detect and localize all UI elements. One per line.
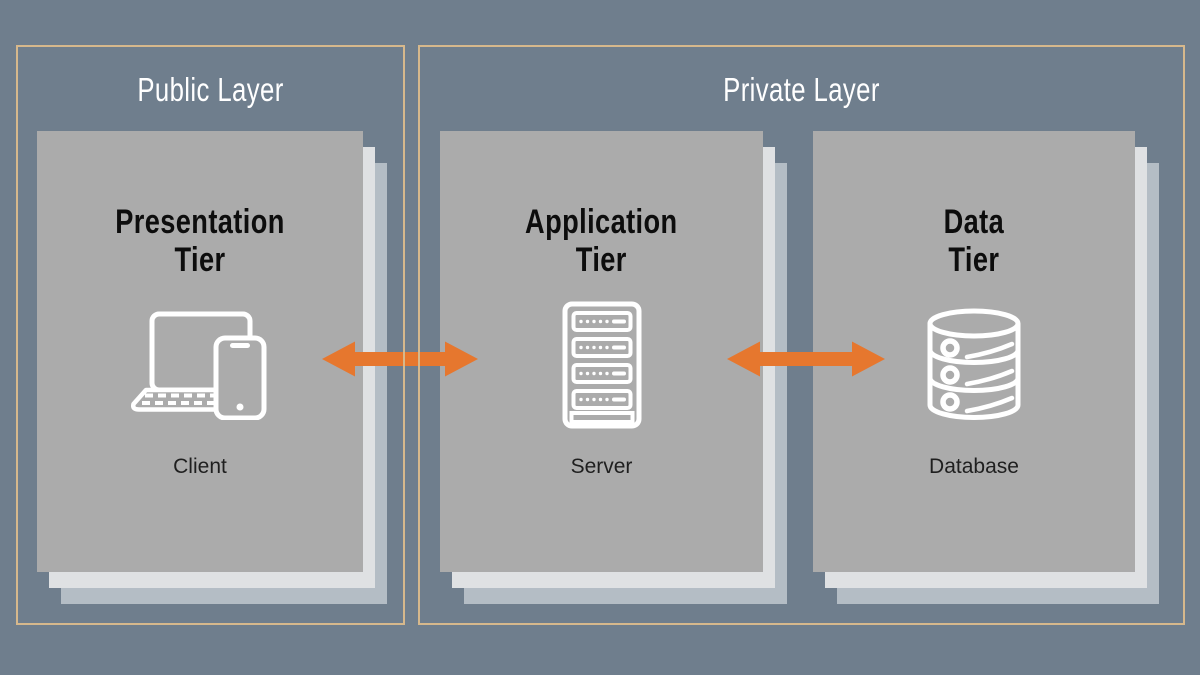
application-tier-caption: Server <box>570 455 633 478</box>
server-rack-icon <box>440 295 763 435</box>
public-layer-title: Public Layer <box>137 71 284 108</box>
card-front: Application Tier <box>440 131 763 572</box>
private-layer-title: Private Layer <box>723 71 880 108</box>
presentation-tier-card: Presentation Tier Client <box>37 131 387 604</box>
presentation-tier-heading: Presentation Tier <box>115 203 285 279</box>
database-cylinder-icon <box>813 295 1135 435</box>
presentation-application-bidirectional-arrow <box>322 341 478 377</box>
application-tier-card: Application Tier <box>440 131 787 604</box>
data-tier-card: Data Tier <box>813 131 1159 604</box>
card-front: Presentation Tier Client <box>37 131 363 572</box>
private-layer-box: Private Layer <box>418 45 1185 625</box>
data-tier-caption: Database <box>929 455 1019 478</box>
presentation-tier-caption: Client <box>173 455 227 478</box>
public-layer-box: Public Layer <box>16 45 405 625</box>
laptop-and-phone-icon <box>37 295 363 435</box>
data-tier-heading: Data Tier <box>943 203 1005 279</box>
application-data-bidirectional-arrow <box>727 341 885 377</box>
application-tier-heading: Application Tier <box>525 203 678 279</box>
